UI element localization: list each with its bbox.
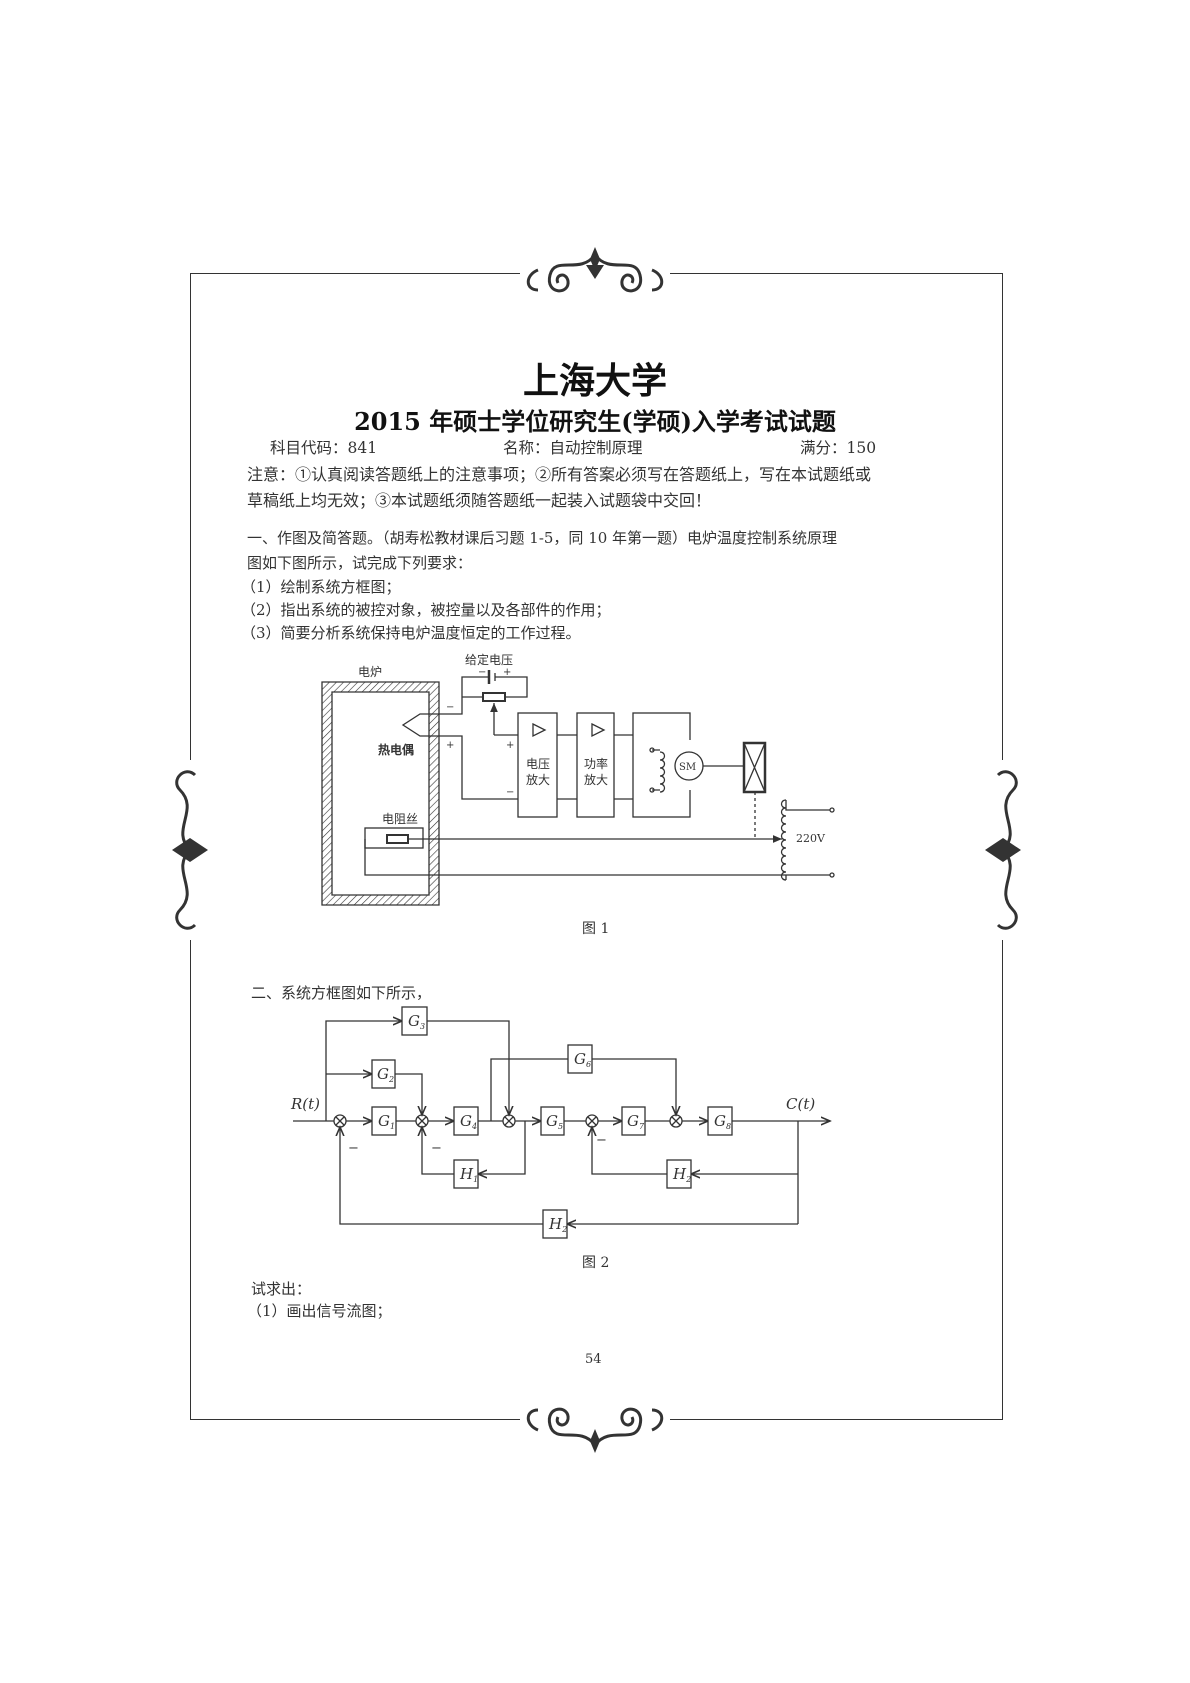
label-tc-minus: − bbox=[446, 702, 454, 713]
notice-line-2: 草稿纸上均无效；③本试题纸须随答题纸一起装入试题袋中交回！ bbox=[247, 491, 712, 510]
output-label: C(t) bbox=[786, 1095, 815, 1113]
label-thermocouple: 热电偶 bbox=[378, 742, 414, 757]
label-furnace: 电炉 bbox=[358, 665, 382, 679]
svg-text:G6: G6 bbox=[574, 1050, 591, 1069]
svg-text:G2: G2 bbox=[377, 1065, 394, 1084]
subject-code: 科目代码：841 bbox=[270, 439, 378, 457]
question1-text-2: 图如下图所示，试完成下列要求： bbox=[247, 554, 473, 572]
question1-text-1: 一、作图及简答题。（胡寿松教材课后习题 1-5，同 10 年第一题）电炉温度控制… bbox=[247, 529, 838, 547]
figure-1-caption: 图 1 bbox=[582, 921, 609, 937]
block-h1 bbox=[453, 1159, 479, 1189]
label-heater: 电阻丝 bbox=[382, 812, 418, 826]
label-power-amp-1: 功率 bbox=[584, 756, 608, 771]
subject-name: 名称：自动控制原理 bbox=[503, 439, 643, 457]
voltage-amplifier bbox=[517, 712, 558, 818]
block-g7 bbox=[621, 1106, 646, 1136]
block-g3 bbox=[401, 1006, 428, 1036]
minus-sign-3: − bbox=[596, 1133, 607, 1148]
svg-text:G1: G1 bbox=[378, 1112, 395, 1131]
block-g5 bbox=[540, 1106, 565, 1136]
svg-text:G7: G7 bbox=[627, 1112, 645, 1131]
input-label: R(t) bbox=[290, 1095, 320, 1113]
thermocouple bbox=[401, 697, 518, 800]
ornament-right bbox=[983, 760, 1023, 940]
block-g4 bbox=[453, 1106, 479, 1136]
svg-text:G8: G8 bbox=[714, 1112, 731, 1131]
exam-title: 2015 年硕士学位研究生(学硕)入学考试试题 bbox=[354, 407, 836, 436]
svg-text:G3: G3 bbox=[408, 1012, 425, 1031]
label-reference-voltage: 给定电压 bbox=[465, 652, 513, 667]
label-tc-plus: + bbox=[446, 740, 454, 751]
furnace-wall bbox=[321, 681, 440, 906]
question1-item-1: （1）绘制系统方框图； bbox=[241, 578, 401, 596]
question2-ask: 试求出： bbox=[251, 1280, 312, 1298]
full-score: 满分：150 bbox=[800, 439, 877, 457]
minus-sign-1: − bbox=[348, 1141, 359, 1156]
label-voltage-amp-1: 电压 bbox=[526, 757, 550, 771]
field-coil bbox=[659, 751, 666, 793]
label-amp-minus: − bbox=[506, 787, 514, 798]
block-g6 bbox=[567, 1044, 593, 1074]
svg-text:H2: H2 bbox=[672, 1165, 691, 1184]
notice-line-1: 注意：①认真阅读答题纸上的注意事项；②所有答案必须写在答题纸上，写在本试题纸或 bbox=[247, 465, 872, 484]
label-power-amp-2: 放大 bbox=[584, 772, 608, 787]
question1-item-2: （2）指出系统的被控对象，被控量以及各部件的作用； bbox=[241, 601, 611, 619]
svg-text:H2: H2 bbox=[548, 1215, 567, 1234]
summing-junctions bbox=[333, 1114, 683, 1128]
ornament-left bbox=[170, 760, 210, 940]
ornament-top bbox=[520, 245, 670, 305]
svg-text:G5: G5 bbox=[546, 1112, 563, 1131]
page-number: 54 bbox=[585, 1352, 602, 1367]
question1-item-3: （3）简要分析系统保持电炉温度恒定的工作过程。 bbox=[241, 624, 581, 642]
block-h2-inner bbox=[666, 1159, 692, 1189]
minus-sign-2: − bbox=[431, 1141, 442, 1156]
potentiometer bbox=[482, 692, 506, 702]
block-g1 bbox=[371, 1106, 397, 1136]
label-battery-minus: − bbox=[478, 667, 486, 678]
question2-text: 二、系统方框图如下所示， bbox=[251, 984, 432, 1002]
block-h2-outer bbox=[542, 1209, 568, 1239]
label-supply: 220V bbox=[796, 832, 826, 845]
svg-text:H1: H1 bbox=[459, 1165, 478, 1184]
power-amplifier bbox=[576, 712, 615, 818]
label-voltage-amp-2: 放大 bbox=[526, 772, 550, 787]
block-g2 bbox=[371, 1059, 396, 1089]
ornament-bottom bbox=[520, 1395, 670, 1455]
transformer-coil bbox=[780, 799, 787, 881]
label-motor: SM bbox=[679, 762, 696, 773]
question2-item-1: （1）画出信号流图； bbox=[247, 1302, 392, 1320]
university-title: 上海大学 bbox=[522, 360, 667, 402]
label-amp-plus: + bbox=[506, 740, 514, 751]
svg-text:G4: G4 bbox=[460, 1112, 477, 1131]
block-g8 bbox=[707, 1106, 733, 1136]
label-battery-plus: + bbox=[503, 667, 511, 678]
figure-2-caption: 图 2 bbox=[582, 1255, 609, 1271]
